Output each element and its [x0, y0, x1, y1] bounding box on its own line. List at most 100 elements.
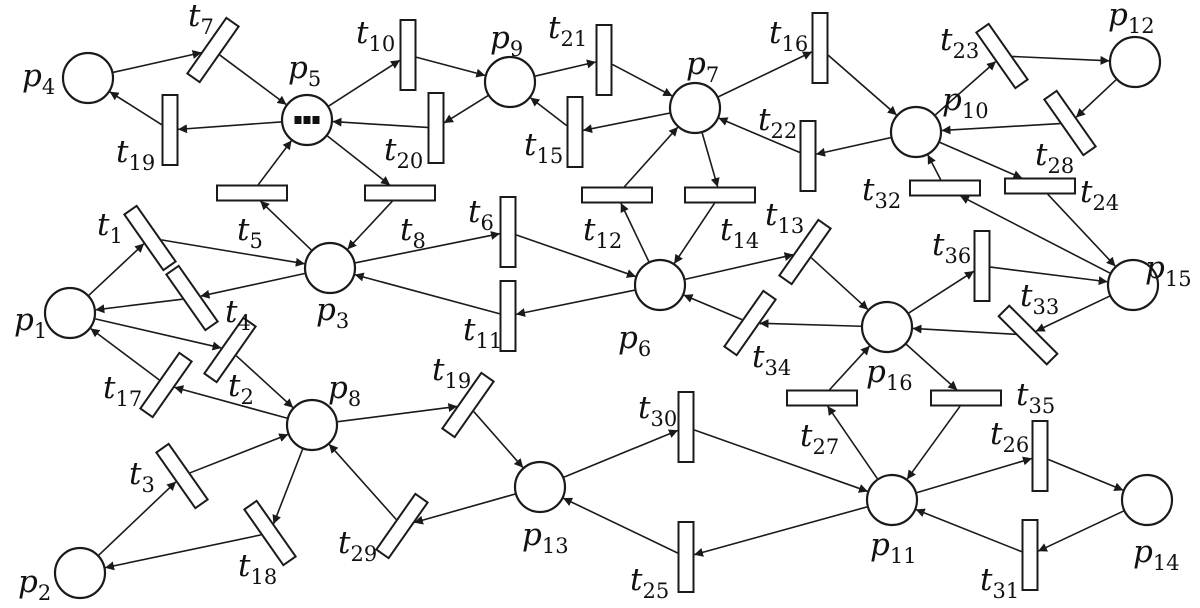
arc-t19b-to-p13: [473, 411, 524, 468]
label-t3: t3: [129, 456, 155, 497]
arc-t16-to-p10: [827, 54, 897, 116]
label-p13: p13: [522, 517, 569, 558]
label-t8: t8: [400, 212, 426, 253]
arc-p7-to-t14: [701, 132, 720, 187]
transition-t11: [499, 280, 517, 352]
arc-t7-to-p5: [219, 54, 287, 106]
arc-t24-to-p15: [1047, 193, 1116, 267]
transition-t24: [1004, 177, 1076, 195]
arc-p16-to-t34: [759, 319, 862, 329]
transition-t30: [677, 391, 695, 463]
transition-t27: [786, 389, 858, 407]
place-p8: [285, 398, 339, 452]
label-t19b: t19: [432, 352, 471, 393]
label-t12: t12: [583, 212, 622, 253]
place-p16: [860, 300, 914, 354]
transition-t2: [202, 316, 258, 384]
label-t31: t31: [980, 562, 1019, 603]
label-t25: t25: [630, 562, 669, 603]
place-p12: [1108, 35, 1162, 89]
arc-p16-to-t36: [908, 270, 975, 314]
arc-p4-to-t7: [113, 50, 202, 74]
arc-p11-to-t25: [694, 506, 868, 557]
arc-t18-to-p2: [105, 534, 262, 571]
label-p14: p14: [1133, 534, 1180, 575]
label-p11: p11: [870, 527, 917, 568]
place-p14: [1120, 473, 1174, 527]
label-p6: p6: [618, 320, 651, 361]
transition-t4: [164, 264, 220, 332]
label-t27: t27: [800, 418, 839, 459]
label-t21: t21: [548, 10, 587, 51]
transition-t5: [216, 184, 288, 202]
arc-t29-to-p8: [328, 443, 397, 521]
label-t15: t15: [524, 127, 563, 168]
arc-p5-to-t8: [326, 135, 391, 186]
arc-t32-to-p10: [927, 154, 942, 180]
arc-t20-to-p5: [332, 117, 428, 129]
label-t5: t5: [237, 212, 263, 253]
arc-t5-to-p5: [257, 140, 292, 186]
arc-p9-to-t21: [535, 59, 596, 77]
label-t16: t16: [769, 15, 808, 56]
arc-t31-to-p11: [915, 508, 1022, 553]
arc-p11-to-t27: [827, 405, 878, 480]
arc-p16-to-t35: [905, 343, 958, 391]
place-p11: [865, 473, 919, 527]
arcs: [88, 50, 1124, 571]
transition-t10: [399, 19, 417, 91]
transition-t22: [799, 120, 817, 192]
arc-p5-to-t19a: [178, 121, 282, 134]
arc-p8-to-t19b: [337, 403, 458, 423]
arc-t13-to-p16: [810, 257, 869, 311]
arc-p15-to-t33: [1035, 295, 1110, 332]
label-t14: t14: [720, 212, 759, 253]
arc-p10-to-t23: [934, 61, 997, 116]
arc-p6-to-t11: [516, 289, 635, 317]
arc-t27-to-p16: [828, 345, 871, 391]
place-p3: [303, 241, 357, 295]
label-p7: p7: [686, 46, 719, 87]
label-t6: t6: [468, 194, 494, 235]
arc-t3-to-p8: [189, 433, 289, 474]
transition-t35: [930, 389, 1002, 407]
arc-p10-to-t24: [939, 141, 1023, 179]
place-p7: [668, 81, 722, 135]
arc-p15-to-t32: [960, 195, 1111, 274]
arc-p8-to-t18: [272, 448, 304, 525]
label-p16: p16: [866, 354, 913, 395]
arc-p11-to-t26: [916, 456, 1032, 494]
token-p5: [294, 116, 302, 124]
arc-p3-to-t5: [259, 200, 312, 251]
place-p9: [483, 55, 537, 109]
label-t33: t33: [1020, 278, 1059, 319]
transition-t17: [138, 351, 194, 419]
label-t19a: t19: [116, 134, 155, 175]
label-t13: t13: [765, 197, 804, 238]
transition-t18: [242, 499, 298, 567]
arc-p7-to-t15: [583, 112, 670, 134]
arc-p8-to-t17: [174, 385, 288, 419]
place-p6: [633, 258, 687, 312]
arc-p1-to-t2: [95, 318, 222, 351]
token-p5: [303, 116, 311, 124]
transition-t28: [1042, 89, 1098, 157]
label-p3: p3: [316, 292, 349, 333]
arc-t36-to-p15: [990, 266, 1108, 286]
arc-p2-to-t3: [98, 481, 177, 556]
label-t18: t18: [238, 548, 277, 589]
arc-t17-to-p1: [90, 327, 160, 381]
arc-p7-to-t16: [718, 51, 813, 98]
arc-t33-to-p16: [912, 324, 1016, 336]
nodes: [43, 12, 1174, 600]
arc-t22-to-p7: [718, 117, 800, 154]
label-t30: t30: [638, 390, 677, 431]
transition-t8: [364, 184, 436, 202]
label-t32: t32: [862, 172, 901, 213]
arc-p6-to-t12: [620, 202, 650, 262]
transition-t23: [974, 22, 1030, 90]
arc-t1-to-p3: [161, 239, 305, 267]
transition-t34: [722, 289, 778, 357]
label-t22: t22: [758, 102, 797, 143]
